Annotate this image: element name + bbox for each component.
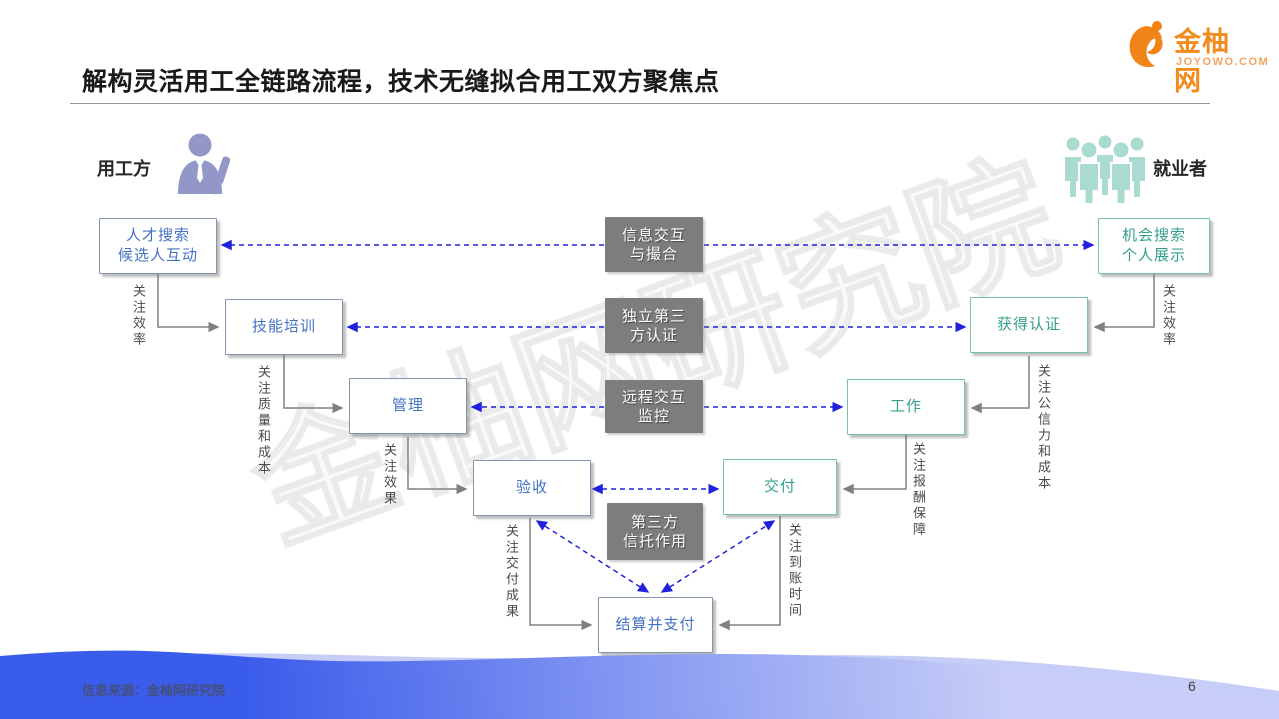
- service-remote-monitoring: 远程交互 监控: [605, 380, 703, 433]
- worker-label: 就业者: [1153, 159, 1207, 179]
- concern-arrival-time: 关注到账时间: [787, 523, 802, 619]
- service-info-matching: 信息交互 与撮合: [605, 217, 703, 272]
- concern-worker-efficiency: 关注效率: [1161, 284, 1176, 348]
- step-delivery: 交付: [723, 459, 837, 515]
- worker-group-icon: [1060, 132, 1150, 209]
- concern-quality-cost: 关注质量和成本: [256, 365, 271, 477]
- step-talent-search: 人才搜索 候选人互动: [99, 218, 217, 274]
- step-management: 管理: [349, 378, 467, 434]
- concern-pay-guarantee: 关注报酬保障: [911, 442, 926, 538]
- brand-domain: JOYOWO.COM: [1176, 56, 1270, 68]
- service-third-party-certification: 独立第三 方认证: [605, 298, 703, 353]
- service-third-party-trust: 第三方 信托作用: [607, 503, 703, 560]
- brand-name: 金柚网: [1174, 27, 1230, 96]
- title-divider: [70, 103, 1210, 104]
- page-title: 解构灵活用工全链路流程，技术无缝拟合用工双方聚焦点: [82, 68, 720, 96]
- employer-label: 用工方: [97, 159, 151, 179]
- concern-employer-efficiency: 关注效率: [131, 284, 146, 348]
- step-opportunity-search: 机会搜索 个人展示: [1098, 218, 1210, 274]
- step-work: 工作: [847, 379, 965, 435]
- footer-source: 信息来源：金柚网研究院: [82, 683, 226, 698]
- step-skill-training: 技能培训: [225, 299, 343, 355]
- step-acceptance: 验收: [473, 460, 591, 516]
- brand-logo: 金柚网 JOYOWO.COM: [1126, 14, 1268, 96]
- employer-person-icon: [176, 132, 231, 207]
- concern-effect: 关注效果: [382, 443, 397, 507]
- concern-delivery-result: 关注交付成果: [504, 524, 519, 620]
- concern-credibility-cost: 关注公信力和成本: [1036, 364, 1051, 492]
- step-settlement-payment: 结算并支付: [598, 597, 713, 653]
- brand-logo-icon: [1126, 18, 1172, 77]
- step-get-certified: 获得认证: [970, 297, 1088, 353]
- page-number: 6: [1188, 678, 1196, 694]
